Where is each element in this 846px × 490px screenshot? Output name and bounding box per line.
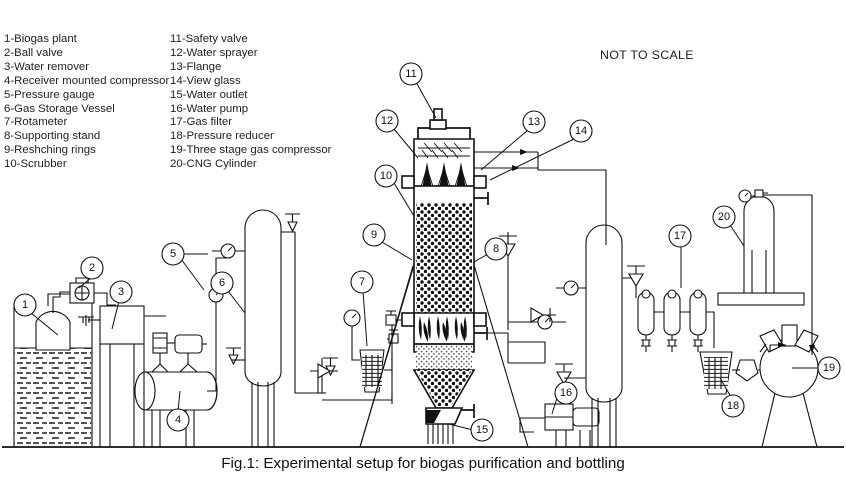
callout-6[interactable]: 6 [210,271,234,295]
liquid-distributor [418,316,467,342]
callout-16[interactable]: 16 [554,381,578,405]
callout-layer: 1 2 3 4 5 6 7 [13,62,841,442]
legend-item: 1-Biogas plant [4,33,77,45]
ball-valve [69,277,116,306]
callout-number: 14 [575,125,587,137]
legend-item: 5-Pressure gauge [4,88,95,101]
biogas-plant [13,291,93,447]
legend-item: 10-Scrubber [4,158,67,171]
callout-number: 18 [727,400,739,412]
callout-8[interactable]: 8 [484,237,508,261]
callout-number: 2 [89,262,95,274]
callout-5[interactable]: 5 [161,242,185,266]
callout-14[interactable]: 14 [569,119,593,143]
callout-number: 10 [380,170,392,182]
callout-number: 19 [823,362,835,374]
callout-12[interactable]: 12 [375,109,399,133]
figure-caption: Fig.1: Experimental setup for biogas pur… [221,455,625,472]
legend-item: 3-Water remover [4,60,90,73]
legend-item: 16-Water pump [170,102,249,115]
water-outlet [425,404,475,444]
callout-number: 17 [674,230,686,242]
legend-item: 6-Gas Storage Vessel [4,102,115,115]
callout-number: 4 [175,414,181,426]
view-glass [474,192,489,205]
water-remover [78,305,166,447]
legend-item: 7-Rotameter [4,116,68,129]
callout-number: 11 [405,68,416,80]
callout-number: 5 [170,248,176,260]
callout-number: 1 [22,299,28,311]
callout-4[interactable]: 4 [166,408,190,432]
legend-item: 17-Gas filter [170,116,233,129]
callout-17[interactable]: 17 [668,224,692,248]
callout-number: 12 [381,115,393,127]
callout-2[interactable]: 2 [80,256,104,280]
legend-item: 8-Supporting stand [4,130,101,143]
callout-11[interactable]: 11 [399,62,423,86]
water-circulation-piping [385,232,600,447]
callout-20[interactable]: 20 [712,205,736,229]
legend-right-column: 11-Safety valve 12-Water sprayer 13-Flan… [170,33,331,172]
legend-item: 19-Three stage gas compressor [170,144,332,157]
receiver-mounted-compressor [134,300,218,447]
callout-1[interactable]: 1 [13,293,37,317]
callout-number: 6 [219,277,225,289]
supporting-stand [359,264,529,448]
legend-item: 20-CNG Cylinder [170,158,257,171]
callout-18[interactable]: 18 [721,394,745,418]
callout-13[interactable]: 13 [522,110,546,134]
callout-7[interactable]: 7 [350,270,374,294]
three-stage-gas-compressor [759,194,819,448]
not-to-scale-note: NOT TO SCALE [600,48,694,62]
rotameter [310,309,399,401]
gas-filter [637,289,715,352]
callout-3[interactable]: 3 [109,280,133,304]
callout-number: 3 [118,286,124,298]
legend-item: 18-Pressure reducer [170,130,274,143]
callout-19[interactable]: 19 [817,356,841,380]
cng-cylinder [717,189,805,306]
secondary-gas-storage-vessel [555,182,645,447]
scrubber-gas-outlet-piping [474,149,607,182]
callout-number: 15 [476,424,488,436]
callout-number: 8 [493,243,499,255]
legend-item: 11-Safety valve [170,33,248,45]
callout-number: 13 [528,116,540,128]
legend-item: 14-View glass [170,74,241,87]
callout-number: 16 [560,387,572,399]
legend-item: 9-Reshching rings [4,144,96,157]
legend-item: 12-Water sprayer [170,46,258,59]
callout-10[interactable]: 10 [374,164,398,188]
legend-item: 15-Water outlet [170,88,248,101]
gas-storage-vessel [226,209,318,447]
callout-number: 20 [718,211,730,223]
reshching-rings [416,203,472,313]
callout-9[interactable]: 9 [362,223,386,247]
callout-number: 7 [359,276,365,288]
water-pump [519,403,600,447]
flange [401,175,487,189]
callout-number: 9 [371,229,377,241]
legend-item: 2-Ball valve [4,46,63,59]
legend-left-column: 1-Biogas plant 2-Ball valve 3-Water remo… [4,33,169,172]
legend-item: 13-Flange [170,60,222,73]
legend-item: 4-Receiver mounted compressor [4,74,170,87]
scrubber [401,108,489,444]
callout-15[interactable]: 15 [470,418,494,442]
